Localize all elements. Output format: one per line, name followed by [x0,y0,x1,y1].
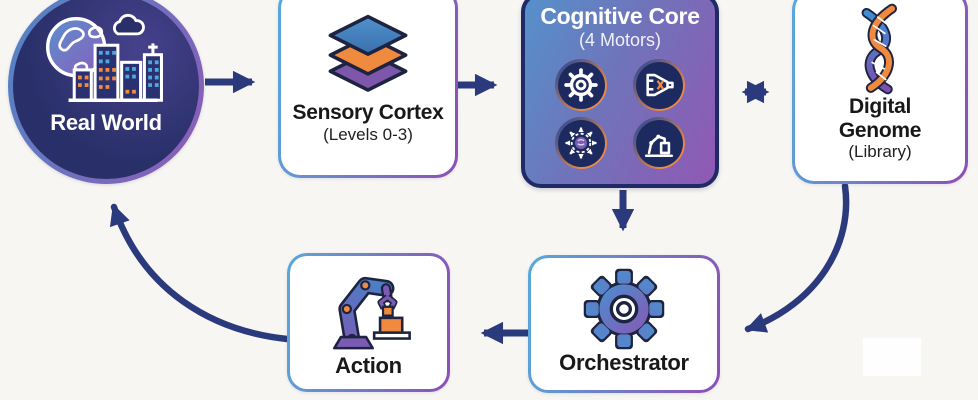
globe-city-icon [45,13,163,102]
node-action: Action [287,253,450,392]
digital-genome-subtitle: (Library) [848,142,912,162]
sensory-cortex-subtitle: (Levels 0-3) [323,124,413,144]
motor-circle [555,59,607,112]
converge-icon [646,74,674,97]
motor-grid [555,59,685,170]
motor-circle [633,117,685,170]
sensory-cortex-title: Sensory Cortex [292,101,444,124]
motor-circle [555,117,607,170]
gear-icon [564,68,598,103]
action-title: Action [335,353,402,378]
cloud-icon [113,13,145,36]
motor-circle [633,59,685,112]
cognitive-core-title: Cognitive Core [540,3,700,29]
robot-arm-color-icon [332,276,411,350]
real-world-label: Real World [50,110,162,135]
dna-icon [861,3,897,95]
node-orchestrator: Orchestrator [528,255,720,393]
node-digital-genome: Digital Genome (Library) [792,0,968,184]
digital-genome-title: Digital Genome [838,95,922,142]
layers-icon [328,14,408,92]
node-real-world: Real World [8,0,204,184]
orchestrator-title: Orchestrator [559,350,689,375]
radiate-brain-icon [564,127,598,160]
node-sensory-cortex: Sensory Cortex (Levels 0-3) [278,0,458,178]
curved-arrow-action-to-real-world [109,203,291,343]
robot-arm-icon [644,135,674,158]
node-cognitive-core: Cognitive Core (4 Motors) [521,0,719,188]
gradient-gear-icon [583,268,665,350]
watermark-patch [863,338,921,376]
cognitive-core-subtitle: (4 Motors) [578,29,661,50]
curved-arrow-genome-to-orchestrator [744,182,850,333]
